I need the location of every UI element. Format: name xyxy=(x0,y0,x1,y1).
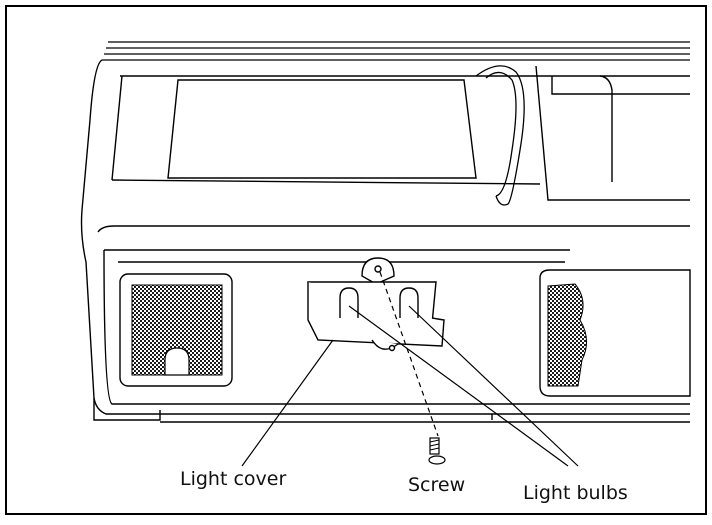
light-bulbs-label: Light bulbs xyxy=(523,482,628,504)
left-vent xyxy=(119,273,233,387)
leader-lines xyxy=(241,305,579,467)
screw-label: Screw xyxy=(408,474,466,496)
light-bulbs xyxy=(339,287,419,318)
right-vent xyxy=(539,269,691,397)
power-cord xyxy=(475,65,525,206)
light-cover xyxy=(307,257,445,352)
diagram-frame xyxy=(5,5,707,515)
screw xyxy=(379,271,446,465)
light-cover-label: Light cover xyxy=(180,468,287,490)
appliance-body xyxy=(80,59,690,423)
top-rails xyxy=(102,41,690,61)
